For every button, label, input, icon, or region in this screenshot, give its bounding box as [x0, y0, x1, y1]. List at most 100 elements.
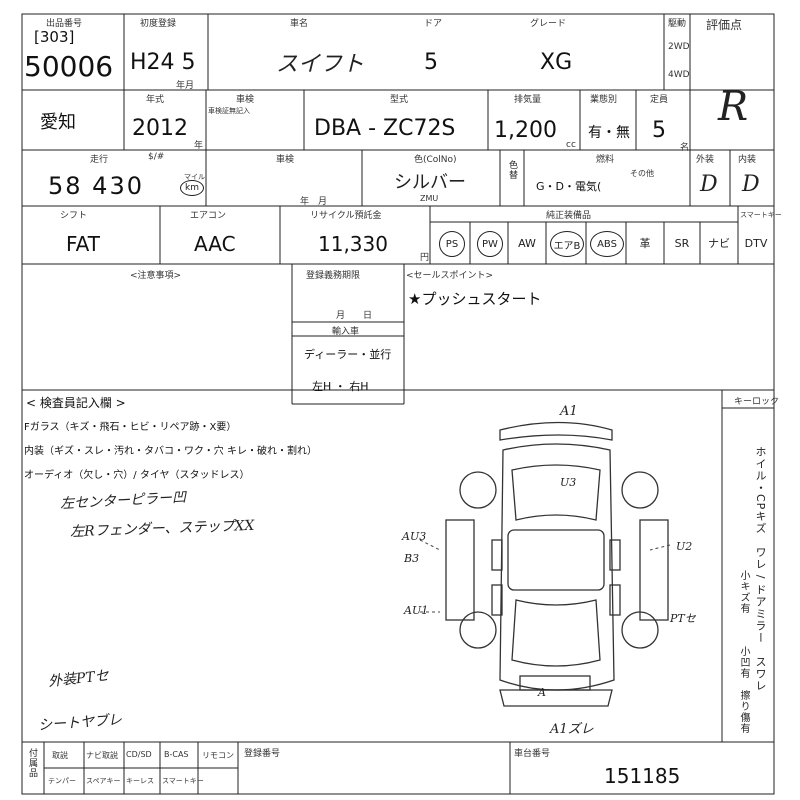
dealer-option: ディーラー・並行: [304, 348, 392, 361]
grade-label: グレード: [530, 19, 567, 29]
registration-label: 登録義務期限: [306, 271, 361, 281]
fuel-label: 燃料: [596, 155, 615, 165]
vehicle-check-unit: 年 月: [300, 197, 328, 207]
exhibit-label: 出品番号: [46, 19, 83, 29]
first-reg-value: H24 5: [130, 50, 196, 75]
grade-value: XG: [540, 50, 573, 75]
inspector-line2: 内装（ギズ・スレ・汚れ・タバコ・ワク・穴 キレ・破れ・割れ）: [24, 446, 317, 457]
sales-points-label: <セールスポイント>: [406, 271, 494, 281]
accessory-label: 付属品: [27, 748, 37, 778]
capacity-label: 定員: [650, 95, 669, 105]
acc-spare-key: スペアキー: [86, 777, 121, 785]
year-unit: 年: [194, 141, 204, 151]
inspection-note: 車検証無記入: [208, 107, 250, 115]
month-label: 年月: [176, 81, 195, 91]
model-label: 型式: [390, 95, 409, 105]
equip-leather: 革: [639, 237, 651, 250]
exterior-label: 外装: [696, 155, 715, 165]
score-label: 評価点: [706, 18, 743, 32]
interior-label: 内装: [738, 155, 757, 165]
registration-month-day: 月 日: [336, 311, 373, 321]
usage-label: 業態別: [590, 95, 618, 105]
first-reg-label: 初度登録: [140, 19, 177, 29]
acc-remote: リモコン: [202, 751, 234, 760]
small-scratch-note: 小キズ有: [738, 570, 749, 614]
shift-label: シフト: [60, 211, 88, 221]
interior-grade: D: [742, 172, 760, 197]
drive-2wd: 2WD: [668, 42, 690, 52]
sales-point-value: ★プッシュスタート: [408, 290, 542, 308]
reg-number-label: 登録番号: [244, 749, 281, 759]
mark-left-au3: AU3: [402, 530, 427, 543]
caution-label: <注意事項>: [130, 271, 182, 281]
aircon-value: AAC: [194, 232, 236, 256]
door-label: ドア: [424, 19, 443, 29]
mark-right-pt: PTセ: [670, 612, 696, 625]
inspector-line1: Fガラス（キズ・飛石・ヒビ・リペア跡・X要）: [24, 422, 237, 433]
import-label: 輸入車: [332, 327, 360, 337]
vehicle-check-label: 車検: [276, 155, 295, 165]
reading-label: $/#: [148, 152, 165, 162]
equip-aw: AW: [518, 236, 536, 250]
lot-number: 50006: [24, 50, 114, 83]
cc-unit: cc: [566, 140, 576, 150]
recycle-label: リサイクル預託金: [310, 211, 382, 221]
equip-navi: ナビ: [708, 237, 730, 250]
equipment-label: 純正装備品: [546, 211, 592, 221]
region: 愛知: [40, 112, 76, 133]
fuel-options: G・D・電気(: [536, 180, 602, 193]
model-year-label: 年式: [146, 95, 165, 105]
mark-front-top: U3: [560, 476, 577, 489]
acc-bcas: B-CAS: [164, 750, 189, 759]
color-label: 色(ColNo): [414, 155, 457, 165]
door-count: 5: [424, 50, 438, 75]
keyless-label: スマートキー: [740, 211, 782, 219]
capacity-unit: 名: [680, 143, 690, 153]
wheel-side-note: ホイル・CPキズ ワレ / ドアミラー スワレ: [754, 446, 767, 693]
mileage-value: 58 430: [48, 172, 144, 200]
keylock-label: キーロック: [734, 397, 780, 407]
acc-cdsd: CD/SD: [126, 750, 152, 759]
mark-rear-a: A: [538, 686, 546, 699]
chassis-label: 車台番号: [514, 749, 551, 759]
equip-airbag: エアB: [550, 231, 584, 257]
mark-front: A1: [560, 404, 578, 419]
score-value: R: [718, 84, 749, 130]
mark-right-u2: U2: [676, 540, 693, 553]
steering-option: 左H ・ 右H: [312, 380, 369, 393]
acc-temper: テンパー: [48, 777, 76, 785]
equip-abs: ABS: [590, 231, 624, 257]
car-name: スイフト: [276, 52, 365, 77]
mark-rear: A1ズレ: [550, 722, 594, 737]
scratch-note: 擦り傷有: [738, 690, 749, 734]
car-name-label: 車名: [290, 19, 309, 29]
acc-navi-manual: ナビ取説: [86, 751, 118, 760]
model-code: DBA - ZC72S: [314, 116, 456, 141]
equip-dtv: DTV: [744, 236, 768, 250]
mileage-label: 走行: [90, 155, 109, 165]
mark-left-au1: AU1: [404, 604, 429, 617]
acc-smart-key: スマートキー: [162, 777, 204, 785]
color-change-label: 色替: [507, 160, 517, 180]
drive-label: 駆動: [668, 19, 687, 29]
inspector-title: < 検査員記入欄 >: [26, 396, 126, 410]
displacement: 1,200: [494, 118, 557, 143]
mileage-unit-km: km: [180, 180, 204, 196]
aircon-label: エアコン: [190, 211, 227, 221]
mileage-unit-top: マイル: [184, 173, 205, 181]
acc-keyless: キーレス: [126, 777, 154, 785]
displacement-label: 排気量: [514, 95, 542, 105]
fuel-other: その他: [630, 169, 654, 178]
model-year: 2012: [132, 116, 188, 141]
color-code: ZMU: [420, 194, 439, 203]
shift-value: FAT: [66, 232, 101, 256]
capacity-value: 5: [652, 118, 666, 143]
equip-ps: PS: [439, 231, 465, 257]
car-diagram-outline: [445, 421, 669, 707]
usage-value: 有・無: [588, 125, 630, 141]
lot-code: [303]: [34, 28, 75, 46]
exterior-grade: D: [700, 172, 718, 197]
chassis-number: 151185: [604, 764, 681, 788]
inspector-line3: オーディオ（欠し・穴）/ タイヤ（スタッドレス）: [24, 470, 250, 481]
equip-sr: SR: [674, 236, 690, 250]
